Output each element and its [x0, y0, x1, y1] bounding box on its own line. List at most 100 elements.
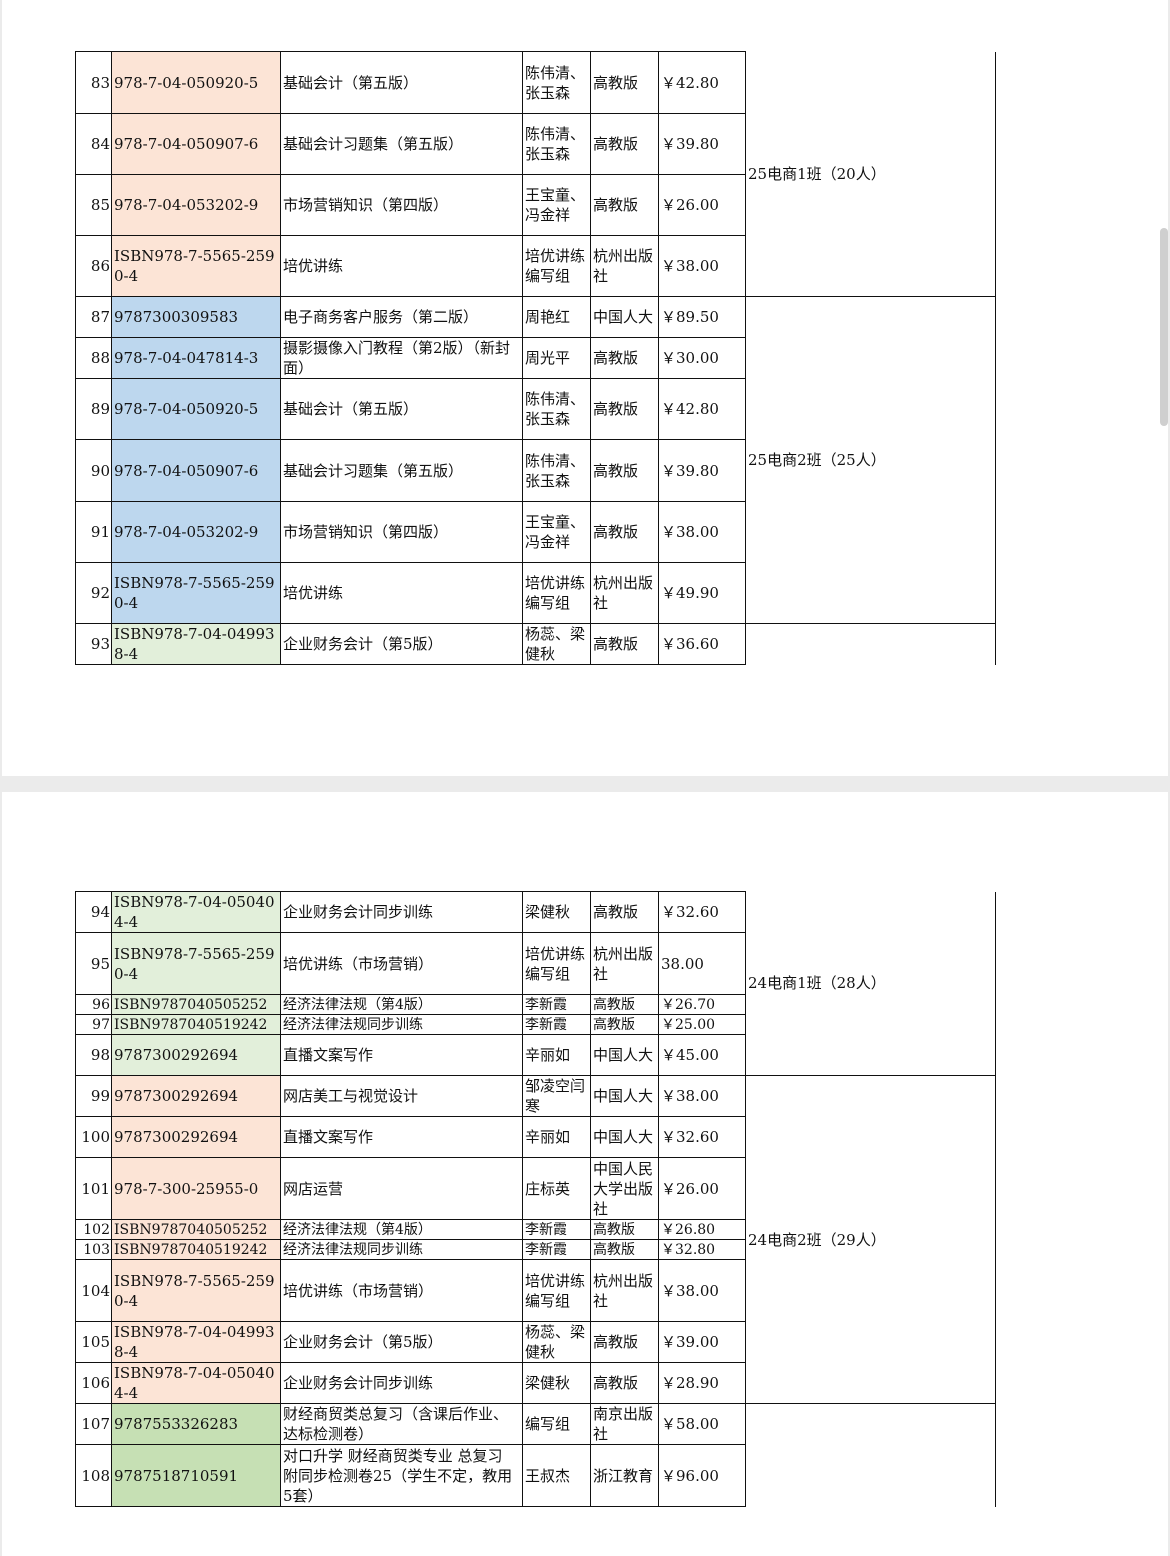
publisher-cell: 高教版 [590, 51, 659, 114]
publisher-cell: 中国人大 [590, 1116, 659, 1158]
row-number: 90 [75, 439, 112, 502]
book-title-cell: 培优讲练 [280, 562, 523, 624]
isbn-cell: ISBN9787040505252 [111, 1219, 281, 1240]
publisher-cell: 高教版 [590, 1362, 659, 1404]
row-number: 88 [75, 337, 112, 379]
price-cell: ￥39.80 [658, 439, 746, 502]
book-title-cell: 网店美工与视觉设计 [280, 1075, 523, 1117]
isbn-cell: 9787553326283 [111, 1403, 281, 1445]
isbn-cell: ISBN9787040519242 [111, 1239, 281, 1260]
author-cell: 李新霞 [522, 1219, 591, 1240]
publisher-cell: 高教版 [590, 174, 659, 236]
author-cell: 杨蕊、梁健秋 [522, 623, 591, 665]
price-cell: ￥38.00 [658, 501, 746, 563]
scrollbar-thumb[interactable] [1160, 228, 1168, 426]
price-cell: ￥39.00 [658, 1321, 746, 1363]
class-group-cell: 24电商2班（29人） [745, 1075, 996, 1404]
publisher-cell: 浙江教育 [590, 1444, 659, 1507]
row-number: 83 [75, 51, 112, 114]
price-cell: ￥26.80 [658, 1219, 746, 1240]
row-number: 106 [75, 1362, 112, 1404]
page-gap [0, 776, 1170, 792]
row-number: 104 [75, 1259, 112, 1322]
row-number: 91 [75, 501, 112, 563]
row-number: 102 [75, 1219, 112, 1240]
row-number: 105 [75, 1321, 112, 1363]
book-title-cell: 电子商务客户服务（第二版） [280, 296, 523, 338]
book-title-cell: 摄影摄像入门教程（第2版）（新封面） [280, 337, 523, 379]
row-number: 96 [75, 994, 112, 1015]
isbn-cell: ISBN978-7-04-050404-4 [111, 891, 281, 933]
book-title-cell: 培优讲练 [280, 235, 523, 297]
class-group-cell: 25电商2班（25人） [745, 296, 996, 624]
author-cell: 培优讲练编写组 [522, 932, 591, 995]
price-cell: ￥30.00 [658, 337, 746, 379]
book-title-cell: 企业财务会计同步训练 [280, 1362, 523, 1404]
author-cell: 梁健秋 [522, 891, 591, 933]
author-cell: 梁健秋 [522, 1362, 591, 1404]
isbn-cell: 9787300309583 [111, 296, 281, 338]
publisher-cell: 高教版 [590, 623, 659, 665]
publisher-cell: 中国人大 [590, 1075, 659, 1117]
row-number: 93 [75, 623, 112, 665]
isbn-cell: 978-7-04-053202-9 [111, 501, 281, 563]
isbn-cell: ISBN978-7-5565-2590-4 [111, 1259, 281, 1322]
isbn-cell: ISBN978-7-5565-2590-4 [111, 932, 281, 995]
author-cell: 辛丽如 [522, 1116, 591, 1158]
row-number: 84 [75, 113, 112, 175]
publisher-cell: 中国人大 [590, 296, 659, 338]
author-cell: 编写组 [522, 1403, 591, 1445]
author-cell: 辛丽如 [522, 1034, 591, 1076]
isbn-cell: 978-7-04-050907-6 [111, 113, 281, 175]
book-title-cell: 培优讲练（市场营销） [280, 932, 523, 995]
row-number: 108 [75, 1444, 112, 1507]
book-title-cell: 对口升学 财经商贸类专业 总复习 附同步检测卷25（学生不定，教用5套） [280, 1444, 523, 1507]
price-cell: ￥32.60 [658, 1116, 746, 1158]
publisher-cell: 高教版 [590, 501, 659, 563]
book-title-cell: 经济法律法规（第4版） [280, 1219, 523, 1240]
book-title-cell: 基础会计（第五版） [280, 378, 523, 440]
row-number: 101 [75, 1157, 112, 1220]
book-title-cell: 网店运营 [280, 1157, 523, 1220]
price-cell: ￥26.00 [658, 174, 746, 236]
price-cell: ￥26.70 [658, 994, 746, 1015]
isbn-cell: 978-7-04-050920-5 [111, 378, 281, 440]
author-cell: 培优讲练编写组 [522, 235, 591, 297]
price-cell: 38.00 [658, 932, 746, 995]
author-cell: 李新霞 [522, 1014, 591, 1035]
isbn-cell: 978-7-04-053202-9 [111, 174, 281, 236]
price-cell: ￥49.90 [658, 562, 746, 624]
class-group-cell: 24电商1班（28人） [745, 891, 996, 1076]
row-number: 86 [75, 235, 112, 297]
isbn-cell: ISBN978-7-04-049938-4 [111, 623, 281, 665]
isbn-cell: 978-7-04-047814-3 [111, 337, 281, 379]
publisher-cell: 高教版 [590, 1219, 659, 1240]
isbn-cell: 9787518710591 [111, 1444, 281, 1507]
row-number: 92 [75, 562, 112, 624]
row-number: 100 [75, 1116, 112, 1158]
publisher-cell: 高教版 [590, 1239, 659, 1260]
author-cell: 庄标英 [522, 1157, 591, 1220]
author-cell: 王宝童、冯金祥 [522, 501, 591, 563]
author-cell: 周光平 [522, 337, 591, 379]
price-cell: ￥39.80 [658, 113, 746, 175]
publisher-cell: 南京出版社 [590, 1403, 659, 1445]
row-number: 103 [75, 1239, 112, 1260]
row-number: 89 [75, 378, 112, 440]
price-cell: ￥96.00 [658, 1444, 746, 1507]
price-cell: ￥42.80 [658, 378, 746, 440]
publisher-cell: 杭州出版社 [590, 932, 659, 995]
